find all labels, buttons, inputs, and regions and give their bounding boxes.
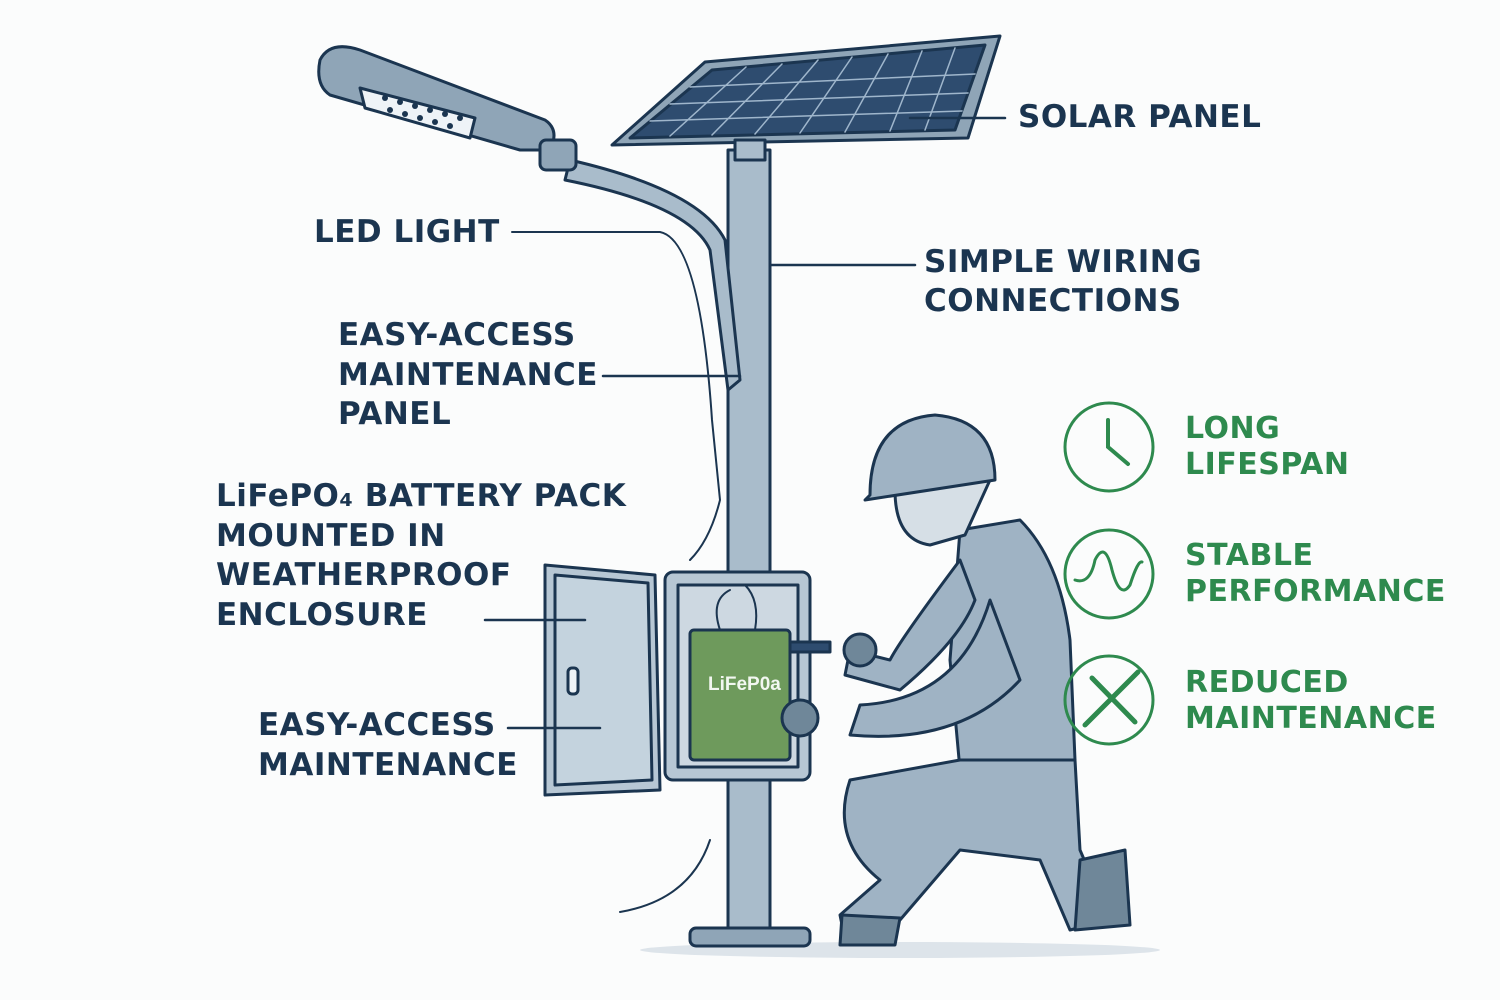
feature-long-lifespan: LONG LIFESPAN [1185, 411, 1350, 482]
label-easy-access: EASY-ACCESS MAINTENANCE [258, 707, 518, 783]
clock-icon [1063, 401, 1155, 493]
sine-wave-icon [1063, 528, 1155, 620]
weatherproof-enclosure [543, 563, 812, 797]
label-solar-panel: SOLAR PANEL [1018, 99, 1262, 135]
leader-lines [483, 116, 1007, 730]
worker [780, 413, 1132, 947]
battery-label: LiFeP0a [708, 674, 781, 695]
label-led-light: LED LIGHT [314, 214, 500, 250]
label-battery-pack: LiFePO₄ BATTERY PACK MOUNTED IN WEATHERP… [216, 478, 627, 633]
feature-reduced-maintenance: REDUCED MAINTENANCE [1185, 665, 1437, 736]
label-simple-wiring: SIMPLE WIRING CONNECTIONS [924, 244, 1203, 319]
feature-stable-performance: STABLE PERFORMANCE [1185, 538, 1446, 609]
label-maintenance-panel: EASY-ACCESS MAINTENANCE PANEL [338, 317, 598, 432]
tools-icon [1063, 654, 1155, 746]
solar-panel [610, 34, 1002, 162]
pole [563, 148, 812, 948]
led-lamp-head [317, 45, 578, 172]
battery-pack [688, 628, 792, 762]
